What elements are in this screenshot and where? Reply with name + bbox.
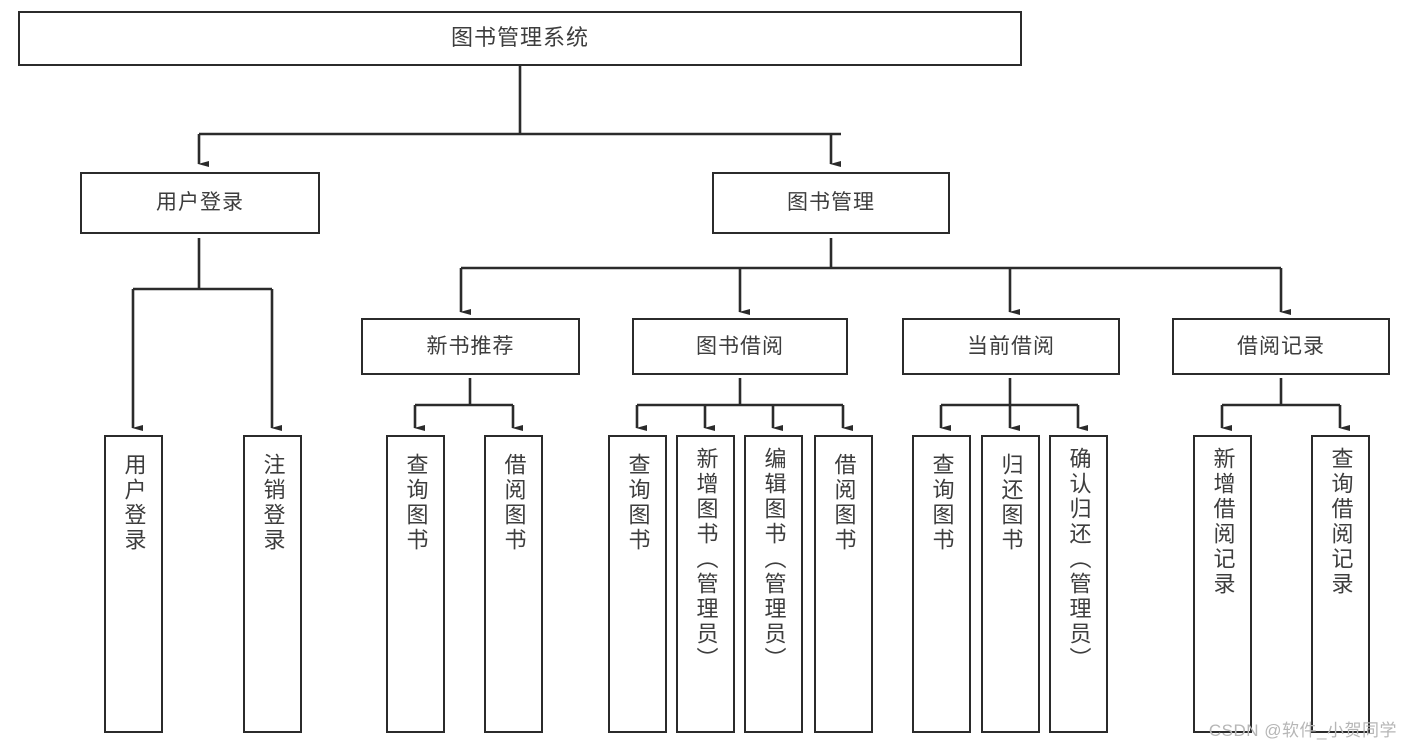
node-leaf-query-book-1[interactable]: 查询图书	[386, 435, 445, 733]
node-label: 新增图书（管理员）	[693, 447, 719, 672]
node-leaf-query-record[interactable]: 查询借阅记录	[1311, 435, 1370, 733]
node-leaf-borrow-book-2[interactable]: 借阅图书	[814, 435, 873, 733]
node-leaf-query-book-3[interactable]: 查询图书	[912, 435, 971, 733]
node-label: 借阅记录	[1237, 334, 1325, 358]
node-label: 编辑图书（管理员）	[761, 447, 787, 672]
node-leaf-user-login[interactable]: 用户登录	[104, 435, 163, 733]
node-borrow-record[interactable]: 借阅记录	[1172, 318, 1390, 375]
node-leaf-return-book[interactable]: 归还图书	[981, 435, 1040, 733]
node-label: 注销登录	[260, 453, 286, 553]
node-label: 图书管理	[787, 191, 875, 215]
node-current-borrow[interactable]: 当前借阅	[902, 318, 1120, 375]
node-leaf-add-record[interactable]: 新增借阅记录	[1193, 435, 1252, 733]
node-label: 用户登录	[121, 453, 147, 553]
node-label: 新书推荐	[426, 334, 515, 358]
node-leaf-confirm-return[interactable]: 确认归还（管理员）	[1049, 435, 1108, 733]
node-label: 归还图书	[998, 453, 1024, 553]
node-root-system[interactable]: 图书管理系统	[18, 11, 1022, 66]
node-label: 查询图书	[929, 453, 955, 553]
node-book-manage[interactable]: 图书管理	[712, 172, 950, 234]
node-label: 确认归还（管理员）	[1066, 447, 1092, 672]
node-leaf-query-book-2[interactable]: 查询图书	[608, 435, 667, 733]
csdn-watermark: CSDN @软件_小贺同学	[1208, 721, 1397, 740]
node-label: 图书管理系统	[450, 25, 589, 51]
node-book-borrow[interactable]: 图书借阅	[632, 318, 848, 375]
node-label: 查询图书	[625, 453, 651, 553]
node-label: 借阅图书	[831, 453, 857, 553]
node-label: 查询借阅记录	[1328, 447, 1354, 597]
node-leaf-user-logout[interactable]: 注销登录	[243, 435, 302, 733]
node-label: 图书借阅	[696, 334, 784, 358]
node-label: 查询图书	[403, 453, 429, 553]
node-label: 用户登录	[156, 191, 244, 215]
node-label: 当前借阅	[967, 334, 1055, 358]
node-user-login[interactable]: 用户登录	[80, 172, 320, 234]
node-label: 新增借阅记录	[1210, 447, 1236, 597]
node-leaf-add-book[interactable]: 新增图书（管理员）	[676, 435, 735, 733]
node-leaf-borrow-book-1[interactable]: 借阅图书	[484, 435, 543, 733]
node-new-book-recommend[interactable]: 新书推荐	[361, 318, 580, 375]
node-leaf-edit-book[interactable]: 编辑图书（管理员）	[744, 435, 803, 733]
node-label: 借阅图书	[501, 453, 527, 553]
